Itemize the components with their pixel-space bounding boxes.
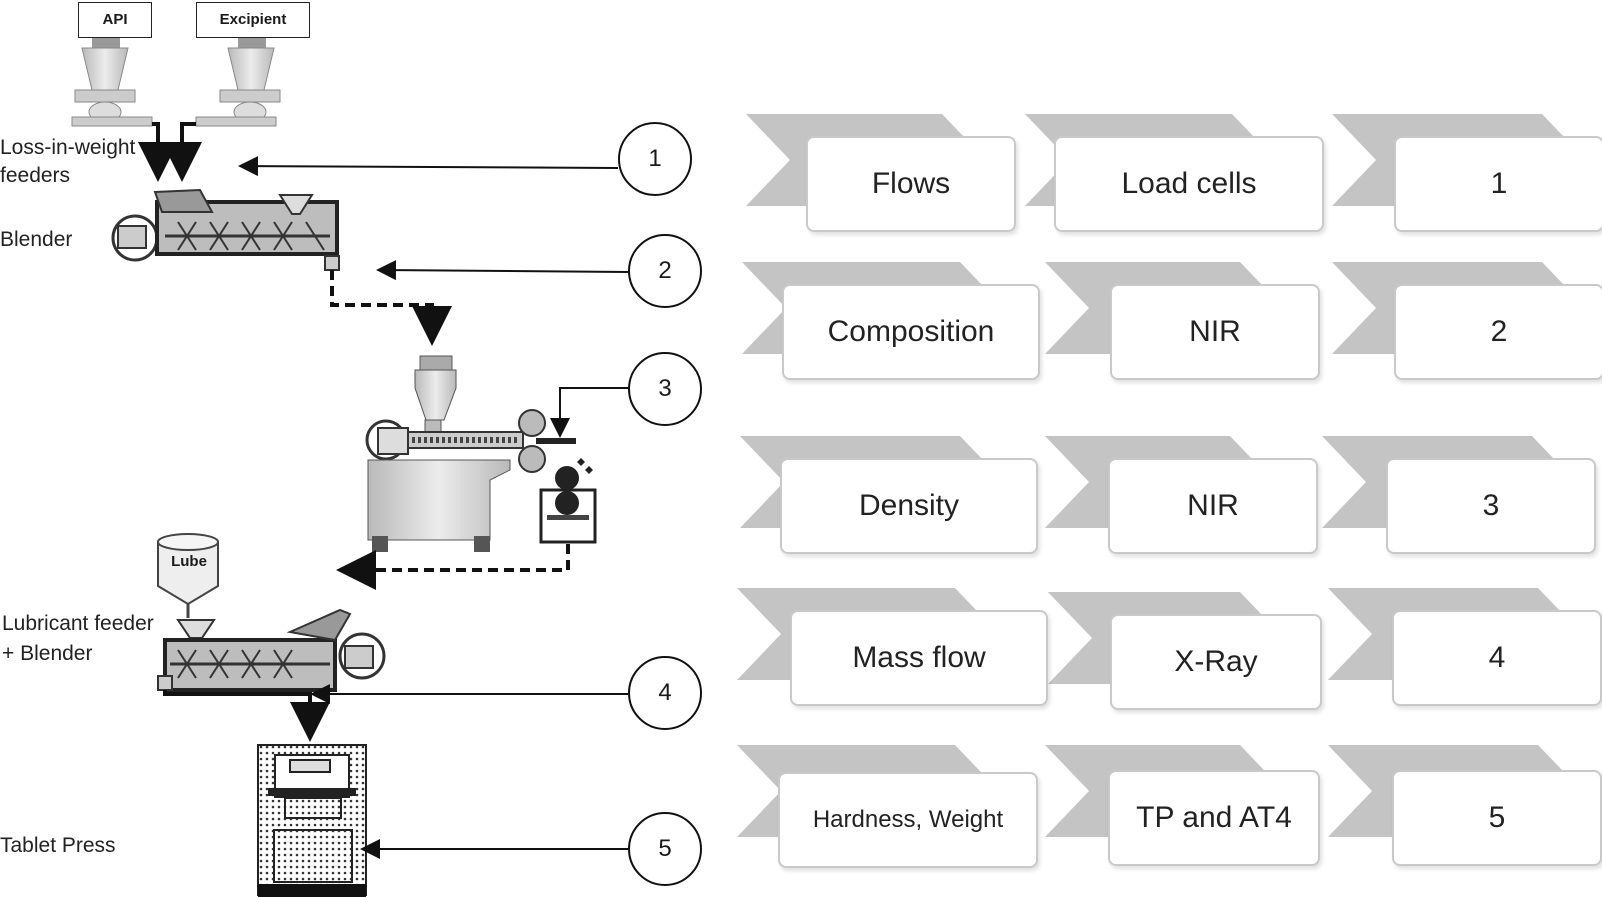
sensor-cell: NIR — [1110, 284, 1320, 380]
lubricant-label-line1: Lubricant feeder — [2, 612, 154, 635]
granulator-mill — [539, 458, 597, 544]
tablet-press — [257, 744, 367, 897]
lubricant-label-line2: + Blender — [2, 642, 93, 665]
attribute-cell: Mass flow — [790, 610, 1048, 706]
point-circle-1: 1 — [618, 122, 692, 196]
transfer-line-1 — [330, 270, 452, 346]
point-cell: 3 — [1386, 458, 1596, 554]
tablet-press-label: Tablet Press — [0, 834, 116, 857]
point-cell: 2 — [1394, 284, 1602, 380]
point-cell: 1 — [1394, 136, 1602, 232]
api-feeder — [71, 38, 153, 127]
transfer-line-2 — [336, 544, 570, 590]
loss-in-weight-label-line1: Loss-in-weight — [0, 136, 136, 159]
point-circle-3: 3 — [628, 352, 702, 426]
sensor-cell: NIR — [1108, 458, 1318, 554]
sensor-cell: Load cells — [1054, 136, 1324, 232]
point-cell: 5 — [1392, 770, 1602, 866]
blender-1 — [111, 188, 340, 271]
sensor-cell: TP and AT4 — [1108, 770, 1320, 866]
point-circle-2: 2 — [628, 234, 702, 308]
point-circle-4: 4 — [628, 656, 702, 730]
attribute-cell: Flows — [806, 136, 1016, 232]
attribute-cell: Density — [780, 458, 1038, 554]
api-label: API — [78, 2, 152, 38]
attribute-cell: Hardness, Weight — [778, 772, 1038, 868]
pointer-arrows — [238, 156, 629, 859]
excipient-label: Excipient — [196, 2, 310, 38]
sensor-cell: X-Ray — [1110, 614, 1322, 710]
loss-in-weight-label-line2: feeders — [0, 164, 71, 187]
feed-arrows — [138, 122, 202, 182]
point-cell: 4 — [1392, 610, 1602, 706]
lube-label: Lube — [171, 553, 207, 570]
excipient-feeder — [195, 38, 281, 127]
point-circle-5: 5 — [628, 812, 702, 886]
attribute-cell: Composition — [782, 284, 1040, 380]
blender-label: Blender — [0, 228, 73, 251]
roller-compactor — [365, 355, 576, 552]
lube-feeder — [157, 533, 219, 639]
blender-2 — [157, 608, 386, 742]
